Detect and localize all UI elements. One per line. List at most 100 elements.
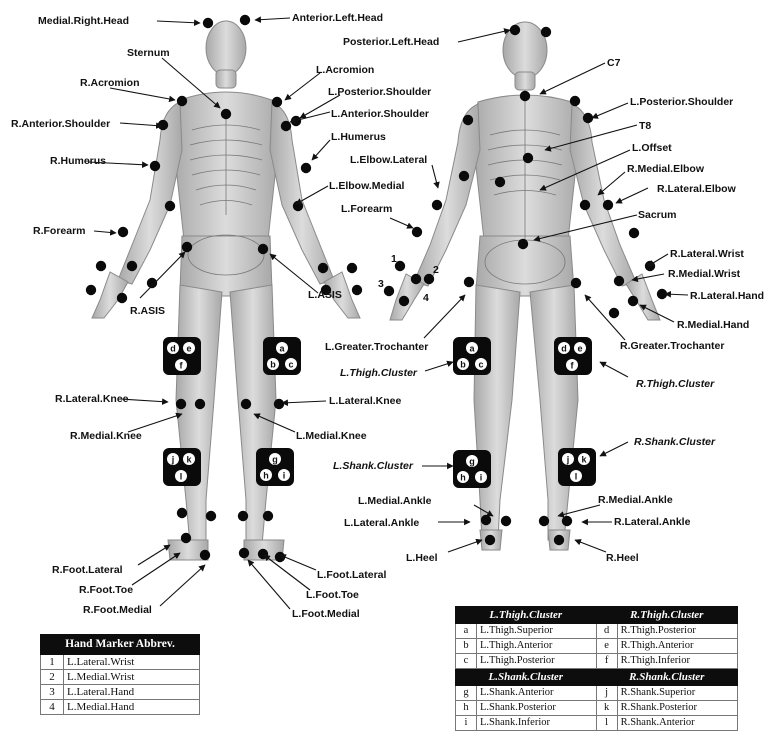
marker-dot — [603, 200, 613, 210]
marker-dot — [399, 296, 409, 306]
label-l-medial-ankle: L.Medial.Ankle — [358, 495, 432, 507]
marker-dot — [411, 274, 421, 284]
marker-dot — [200, 550, 210, 560]
label-l-greater-trochanter: L.Greater.Trochanter — [325, 341, 428, 353]
marker-dot — [203, 18, 213, 28]
label-r-asis: R.ASIS — [130, 305, 165, 317]
marker-dot — [263, 511, 273, 521]
label-r-lateral-hand: R.Lateral.Hand — [690, 290, 764, 302]
label-l-lateral-knee: L.Lateral.Knee — [329, 395, 402, 407]
marker-dot — [520, 91, 530, 101]
cluster-key-cell: a — [456, 624, 477, 639]
cluster-marker-letter: c — [478, 360, 483, 370]
marker-dot — [384, 286, 394, 296]
marker-dot — [240, 15, 250, 25]
marker-dot — [118, 227, 128, 237]
hand-name-cell: L.Lateral.Hand — [64, 685, 200, 700]
marker-dot — [127, 261, 137, 271]
cluster-value-cell: L.Thigh.Superior — [477, 624, 597, 639]
cluster-marker-letter: i — [480, 473, 483, 483]
label-l-lateral-ankle: L.Lateral.Ankle — [344, 517, 419, 529]
table-row: aL.Thigh.Superior dR.Thigh.Posterior — [456, 624, 738, 639]
cluster-key-cell: k — [596, 701, 617, 716]
marker-dot — [177, 96, 187, 106]
label-r-foot-lateral: R.Foot.Lateral — [52, 564, 123, 576]
label-r-heel: R.Heel — [606, 552, 639, 564]
hand-number-3: 3 — [378, 278, 384, 290]
marker-dot — [609, 308, 619, 318]
label-l-elbow-lateral: L.Elbow.Lateral — [350, 154, 427, 166]
cluster-key-cell: g — [456, 686, 477, 701]
label-l-offset: L.Offset — [632, 142, 672, 154]
cluster-marker-letter: g — [272, 455, 278, 465]
label-l-posterior-shoulder-front: L.Posterior.Shoulder — [328, 86, 431, 98]
label-r-humerus: R.Humerus — [50, 155, 106, 167]
marker-dot — [570, 96, 580, 106]
marker-dot — [629, 228, 639, 238]
cluster-key-cell: h — [456, 701, 477, 716]
hand-num-cell: 3 — [41, 685, 64, 700]
cluster-plate-back-r-shank: jkl — [558, 448, 596, 486]
cluster-value-cell: R.Thigh.Anterior — [617, 639, 737, 654]
label-c7: C7 — [607, 57, 621, 69]
marker-dot — [464, 277, 474, 287]
label-r-forearm: R.Forearm — [33, 225, 86, 237]
label-l-forearm: L.Forearm — [341, 203, 392, 215]
label-r-acromion: R.Acromion — [80, 77, 140, 89]
label-r-medial-elbow: R.Medial.Elbow — [627, 163, 705, 175]
marker-dot — [495, 177, 505, 187]
marker-dot — [117, 293, 127, 303]
cluster-marker-letter: l — [180, 472, 183, 482]
label-r-medial-hand: R.Medial.Hand — [677, 319, 749, 331]
table-row: bL.Thigh.Anterior eR.Thigh.Anterior — [456, 639, 738, 654]
marker-dot — [554, 535, 564, 545]
marker-dot — [485, 535, 495, 545]
label-l-medial-knee: L.Medial.Knee — [296, 430, 367, 442]
label-l-heel: L.Heel — [406, 552, 438, 564]
label-r-lateral-knee: R.Lateral.Knee — [55, 393, 129, 405]
hand-num-cell: 2 — [41, 670, 64, 685]
label-r-medial-knee: R.Medial.Knee — [70, 430, 142, 442]
marker-dot — [432, 200, 442, 210]
label-t8: T8 — [639, 120, 651, 132]
marker-dot — [181, 533, 191, 543]
hand-number-2: 2 — [433, 264, 439, 276]
cluster-value-cell: R.Shank.Posterior — [617, 701, 737, 716]
label-l-posterior-shoulder-back: L.Posterior.Shoulder — [630, 96, 733, 108]
hand-num-cell: 1 — [41, 655, 64, 670]
shank-left-header: L.Shank.Cluster — [456, 669, 597, 686]
cluster-marker-letter: h — [263, 471, 269, 481]
label-posterior-left-head: Posterior.Left.Head — [343, 36, 439, 48]
cluster-marker-letter: b — [460, 360, 466, 370]
label-r-lateral-wrist: R.Lateral.Wrist — [670, 248, 744, 260]
label-sternum: Sternum — [127, 47, 170, 59]
marker-dot — [352, 285, 362, 295]
label-l-foot-toe: L.Foot.Toe — [306, 589, 359, 601]
shank-right-header: R.Shank.Cluster — [596, 669, 737, 686]
cluster-marker-letter: c — [288, 360, 293, 370]
cluster-value-cell: R.Thigh.Posterior — [617, 624, 737, 639]
label-r-lateral-ankle: R.Lateral.Ankle — [614, 516, 691, 528]
label-medial-right-head: Medial.Right.Head — [38, 15, 129, 27]
table-header-row: L.Thigh.Cluster R.Thigh.Cluster — [456, 607, 738, 624]
table-row: 3L.Lateral.Hand — [41, 685, 200, 700]
cluster-plate-front-r-shank: jkl — [163, 448, 201, 486]
label-l-foot-medial: L.Foot.Medial — [292, 608, 360, 620]
cluster-key-cell: b — [456, 639, 477, 654]
cluster-marker-letter: l — [575, 472, 578, 482]
marker-dot — [523, 153, 533, 163]
marker-dot — [614, 276, 624, 286]
marker-dot — [481, 515, 491, 525]
cluster-key-cell: l — [596, 716, 617, 731]
label-l-anterior-shoulder: L.Anterior.Shoulder — [331, 108, 429, 120]
label-l-elbow-medial: L.Elbow.Medial — [329, 180, 405, 192]
cluster-key-cell: f — [596, 654, 617, 669]
label-r-foot-toe: R.Foot.Toe — [79, 584, 133, 596]
label-r-greater-trochanter: R.Greater.Trochanter — [620, 340, 724, 352]
cluster-key-cell: j — [596, 686, 617, 701]
